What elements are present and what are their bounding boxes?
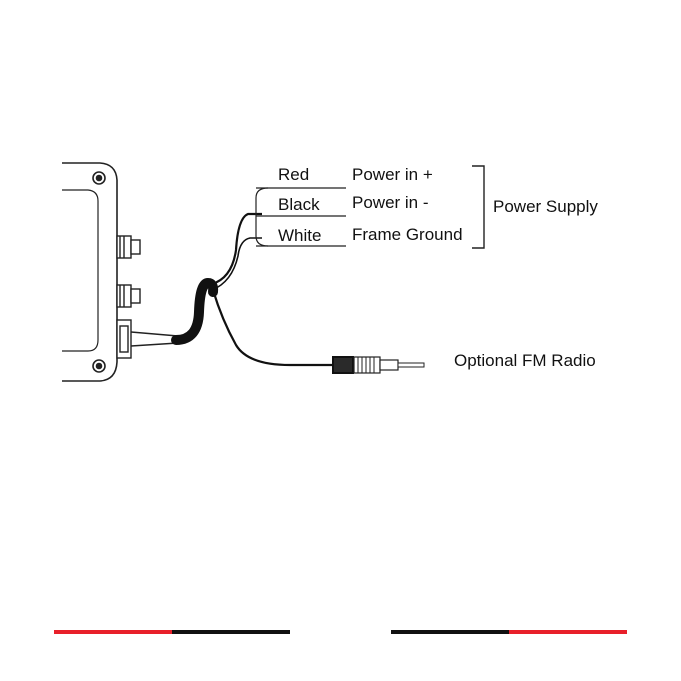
power-cable	[212, 214, 262, 284]
antenna-cable	[213, 290, 332, 365]
head-unit	[62, 163, 117, 381]
cable-bundle	[176, 283, 213, 340]
footer-bar-left-red	[54, 630, 172, 634]
wire-white-label: White	[278, 226, 321, 246]
footer-bar-right-red	[509, 630, 627, 634]
fm-radio-label: Optional FM Radio	[454, 351, 596, 371]
wire-black-label: Black	[278, 195, 320, 215]
fm-antenna-plug	[332, 356, 424, 374]
wire-red-label: Red	[278, 165, 309, 185]
rca-connector-middle	[117, 285, 140, 307]
harness-connector	[117, 320, 178, 358]
footer-bar-left-black	[172, 630, 290, 634]
wire-white-function: Frame Ground	[352, 225, 463, 245]
power-supply-bracket	[472, 166, 484, 248]
power-supply-label: Power Supply	[493, 197, 598, 217]
footer-bar-right-black	[391, 630, 509, 634]
rca-connector-top	[117, 236, 140, 258]
wire-black-function: Power in -	[352, 193, 429, 213]
wire-red-function: Power in +	[352, 165, 433, 185]
